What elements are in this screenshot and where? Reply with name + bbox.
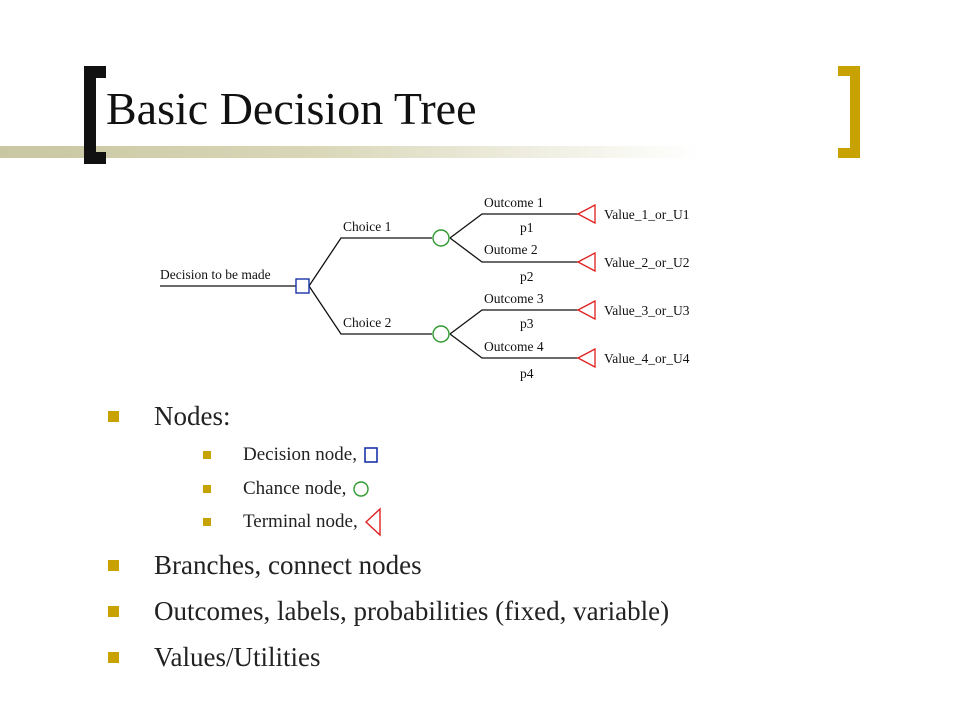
terminal-node-2: [576, 251, 596, 273]
choice-2-label: Choice 2: [343, 315, 391, 330]
outcome-2-prob: p2: [520, 269, 534, 284]
bullet-values: Values/Utilities: [108, 642, 320, 673]
bullet-terminal-node: Terminal node,: [203, 507, 382, 537]
chance-node-1: [432, 229, 450, 247]
bullet-branches: Branches, connect nodes: [108, 550, 422, 581]
outcome-3-prob: p3: [520, 316, 534, 331]
outcome-4-branch: [449, 333, 578, 359]
value-3-label: Value_3_or_U3: [604, 303, 690, 318]
bullet-text: Branches, connect nodes: [154, 550, 422, 580]
terminal-node-1: [576, 203, 596, 225]
outcome-2-label: Outome 2: [484, 242, 538, 257]
value-4-label: Value_4_or_U4: [604, 351, 690, 366]
decision-node-square: [295, 278, 310, 294]
chance-node-2: [432, 325, 450, 343]
title-band: [0, 146, 700, 158]
right-bracket: [838, 66, 860, 158]
bullet-square-icon: [108, 652, 119, 663]
bullet-text: Decision node,: [243, 444, 357, 465]
bullet-text: Outcomes, labels, probabilities (fixed, …: [154, 596, 670, 626]
outcome-4-prob: p4: [520, 366, 534, 381]
bullet-text: Values/Utilities: [154, 642, 321, 672]
bullet-text: Terminal node,: [243, 511, 358, 532]
bullet-chance-node: Chance node,: [203, 478, 370, 500]
outcome-1-prob: p1: [520, 220, 534, 235]
bullet-outcomes: Outcomes, labels, probabilities (fixed, …: [108, 596, 669, 627]
left-bracket: [84, 66, 106, 164]
value-1-label: Value_1_or_U1: [604, 207, 689, 222]
outcome-3-branch: [449, 309, 578, 335]
terminal-node-3: [576, 299, 596, 321]
outcome-1-branch: [449, 213, 578, 239]
bullet-square-icon: [108, 411, 119, 422]
bullet-nodes: Nodes:: [108, 401, 231, 432]
bullet-text: Nodes:: [154, 401, 231, 431]
bullet-square-icon: [203, 451, 211, 459]
choice-1-label: Choice 1: [343, 219, 391, 234]
terminal-node-icon: [364, 507, 381, 537]
decision-node-icon: [364, 447, 378, 463]
outcome-4-label: Outcome 4: [484, 339, 544, 354]
bullet-square-icon: [108, 606, 119, 617]
bullet-square-icon: [203, 485, 211, 493]
value-2-label: Value_2_or_U2: [604, 255, 689, 270]
bullet-square-icon: [108, 560, 119, 571]
choice-2-branch: [308, 285, 432, 335]
chance-node-icon: [353, 481, 370, 497]
outcome-1-label: Outcome 1: [484, 195, 544, 210]
choice-1-branch: [308, 237, 432, 287]
bullet-text: Chance node,: [243, 478, 347, 499]
bullet-decision-node: Decision node,: [203, 444, 379, 466]
terminal-node-4: [576, 347, 596, 369]
root-label: Decision to be made: [160, 267, 271, 282]
outcome-2-branch: [449, 237, 578, 263]
bullet-square-icon: [203, 518, 211, 526]
slide-title: Basic Decision Tree: [106, 83, 477, 134]
outcome-3-label: Outcome 3: [484, 291, 544, 306]
